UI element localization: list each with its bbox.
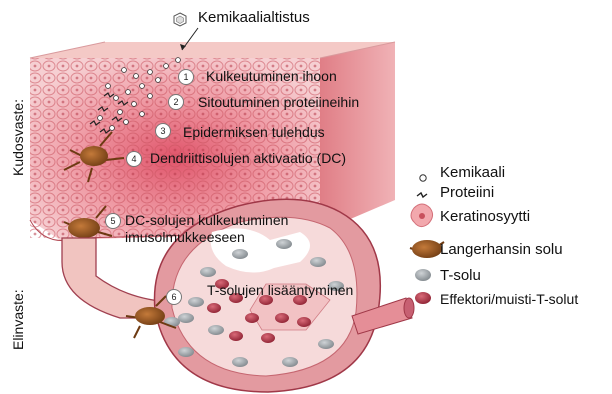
legend-label-effector-t-cell: Effektori/muisti-T-solut [440, 290, 578, 308]
step-5-label-line1: DC-solujen kulkeutuminen [125, 212, 288, 228]
legend-label-keratinocyte: Keratinosyytti [440, 208, 530, 226]
step-5-badge: 5 [105, 213, 121, 229]
chemical-exposure-label: Kemikaalialtistus [198, 10, 310, 26]
tissue-response-label: Kudosvaste: [10, 99, 26, 176]
step-6-label: T-solujen lisääntyminen [207, 282, 353, 298]
step-1-badge: 1 [178, 69, 194, 85]
step-4-label: Dendriittisolujen aktivaatio (DC) [150, 150, 346, 166]
legend-icons [410, 175, 444, 304]
chemical-source-icon [174, 13, 186, 26]
step-5-label-line2: imusolmukkeeseen [125, 229, 245, 245]
step-2-badge: 2 [168, 94, 184, 110]
step-4-badge: 4 [126, 151, 142, 167]
legend-label-langerhans: Langerhansin solu [440, 241, 563, 259]
step-1-label: Kulkeutuminen ihoon [206, 68, 337, 84]
step-3-badge: 3 [155, 123, 171, 139]
systemic-response-label: Elinvaste: [10, 289, 26, 350]
step-2-label: Sitoutuminen proteiineihin [198, 94, 359, 110]
step-3-label: Epidermiksen tulehdus [183, 124, 325, 140]
legend-label-protein: Proteiini [440, 184, 494, 202]
legend-label-t-cell: T-solu [440, 267, 481, 285]
step-6-badge: 6 [166, 289, 182, 305]
legend-label-chemical: Kemikaali [440, 164, 505, 182]
